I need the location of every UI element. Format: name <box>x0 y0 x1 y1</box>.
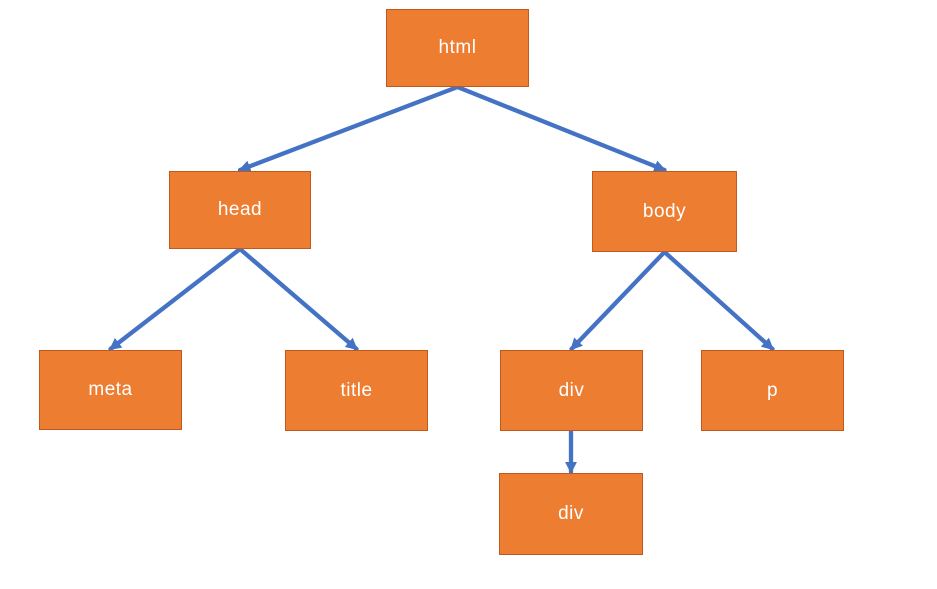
tree-node-label: div <box>558 379 585 401</box>
tree-node-label: p <box>766 379 779 401</box>
tree-node-div2: div <box>499 473 643 555</box>
tree-node-label: title <box>340 379 373 401</box>
edge-head-to-title <box>237 246 359 352</box>
edge-body-to-p <box>662 249 775 352</box>
edge-head-to-meta <box>108 246 243 352</box>
tree-node-head: head <box>169 171 311 249</box>
tree-node-label: body <box>642 200 687 222</box>
tree-node-label: div <box>558 503 584 524</box>
tree-node-label: html <box>438 37 477 58</box>
tree-node-title: title <box>285 350 428 431</box>
tree-node-div: div <box>500 350 643 431</box>
edge-html-to-body <box>455 84 667 173</box>
tree-node-body: body <box>592 171 737 252</box>
tree-node-label: head <box>217 199 263 220</box>
tree-node-p: p <box>701 350 844 431</box>
edge-body-to-div <box>569 249 667 352</box>
edge-html-to-head <box>237 84 460 173</box>
tree-node-html: html <box>386 9 529 87</box>
tree-node-meta: meta <box>39 350 182 430</box>
tree-node-label: meta <box>88 379 133 400</box>
